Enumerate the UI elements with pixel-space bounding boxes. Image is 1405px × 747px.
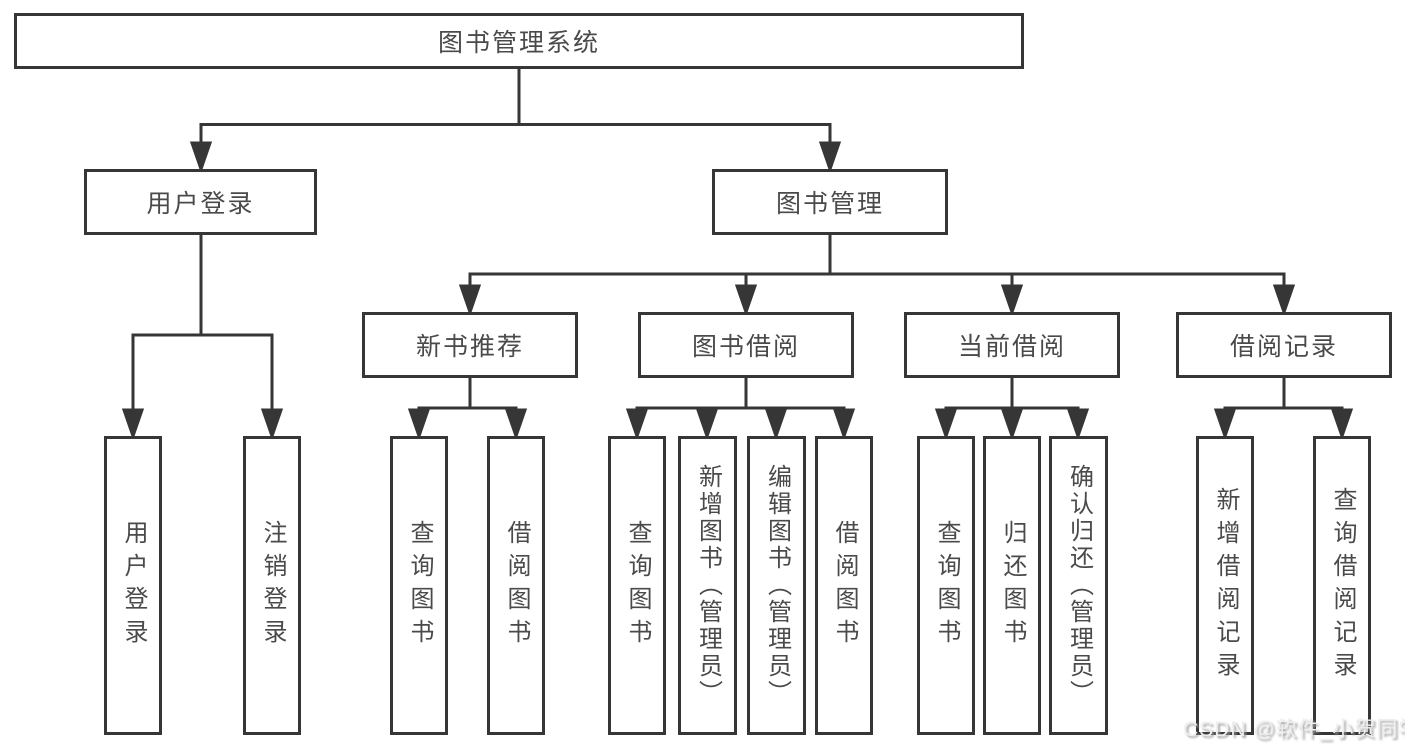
- leaf-edit-book-label: 编辑图书（管理员）: [763, 464, 791, 707]
- leaf-confirm-return: 确认归还（管理员）: [1049, 436, 1108, 735]
- node-borrow-records-label: 借阅记录: [1229, 333, 1338, 361]
- arrowhead-down-icon: [1213, 408, 1237, 441]
- arrowhead-down-icon: [407, 408, 431, 441]
- node-root-label: 图书管理系统: [437, 29, 600, 57]
- leaf-query-record: 查询借阅记录: [1313, 436, 1371, 735]
- node-book-mgmt-label: 图书管理: [775, 190, 884, 218]
- leaf-borrow-books-1-label: 借阅图书: [503, 519, 530, 652]
- node-user-login: 用户登录: [84, 169, 317, 235]
- arrowhead-down-icon: [121, 408, 145, 441]
- arrowhead-down-icon: [260, 408, 284, 441]
- arrowhead-down-icon: [1272, 284, 1296, 317]
- leaf-query-books-1: 查询图书: [390, 436, 448, 735]
- leaf-edit-book: 编辑图书（管理员）: [747, 436, 806, 735]
- arrowhead-down-icon: [1330, 408, 1354, 441]
- leaf-query-books-3-label: 查询图书: [933, 519, 960, 652]
- leaf-add-book: 新增图书（管理员）: [678, 436, 737, 735]
- arrowhead-down-icon: [458, 284, 482, 317]
- leaf-borrow-books-2: 借阅图书: [815, 436, 873, 735]
- arrowhead-down-icon: [695, 408, 719, 441]
- node-user-login-label: 用户登录: [146, 190, 255, 218]
- node-new-books: 新书推荐: [362, 312, 578, 378]
- arrowhead-down-icon: [1066, 408, 1090, 441]
- arrowhead-down-icon: [1000, 408, 1024, 441]
- arrowhead-down-icon: [832, 408, 856, 441]
- leaf-add-record: 新增借阅记录: [1196, 436, 1254, 735]
- node-new-books-label: 新书推荐: [415, 333, 524, 361]
- arrowhead-down-icon: [934, 408, 958, 441]
- leaf-add-record-label: 新增借阅记录: [1212, 486, 1239, 685]
- node-book-borrow: 图书借阅: [638, 312, 854, 378]
- node-book-borrow-label: 图书借阅: [691, 333, 800, 361]
- leaf-query-books-2: 查询图书: [608, 436, 666, 735]
- arrowhead-down-icon: [189, 141, 213, 174]
- leaf-user-login: 用户登录: [104, 436, 162, 735]
- leaf-confirm-return-label: 确认归还（管理员）: [1065, 464, 1093, 707]
- leaf-query-books-1-label: 查询图书: [406, 519, 433, 652]
- leaf-borrow-books-2-label: 借阅图书: [831, 519, 858, 652]
- leaf-borrow-books-1: 借阅图书: [487, 436, 545, 735]
- arrowhead-down-icon: [625, 408, 649, 441]
- arrowhead-down-icon: [764, 408, 788, 441]
- leaf-return-book-label: 归还图书: [999, 519, 1026, 652]
- leaf-return-book: 归还图书: [983, 436, 1041, 735]
- watermark: CSDN @软件_小贺同学: [1183, 718, 1405, 741]
- leaf-query-record-label: 查询借阅记录: [1329, 486, 1356, 685]
- arrowhead-down-icon: [734, 284, 758, 317]
- node-current-borrow: 当前借阅: [904, 312, 1120, 378]
- arrowhead-down-icon: [818, 141, 842, 174]
- node-current-borrow-label: 当前借阅: [957, 333, 1066, 361]
- leaf-query-books-2-label: 查询图书: [624, 519, 651, 652]
- leaf-user-login-label: 用户登录: [120, 519, 147, 652]
- leaf-logout: 注销登录: [243, 436, 301, 735]
- arrowhead-down-icon: [504, 408, 528, 441]
- node-borrow-records: 借阅记录: [1176, 312, 1392, 378]
- arrowhead-down-icon: [1000, 284, 1024, 317]
- leaf-query-books-3: 查询图书: [917, 436, 975, 735]
- leaf-add-book-label: 新增图书（管理员）: [694, 464, 722, 707]
- leaf-logout-label: 注销登录: [259, 519, 286, 652]
- node-root: 图书管理系统: [14, 13, 1024, 69]
- node-book-mgmt: 图书管理: [712, 169, 948, 235]
